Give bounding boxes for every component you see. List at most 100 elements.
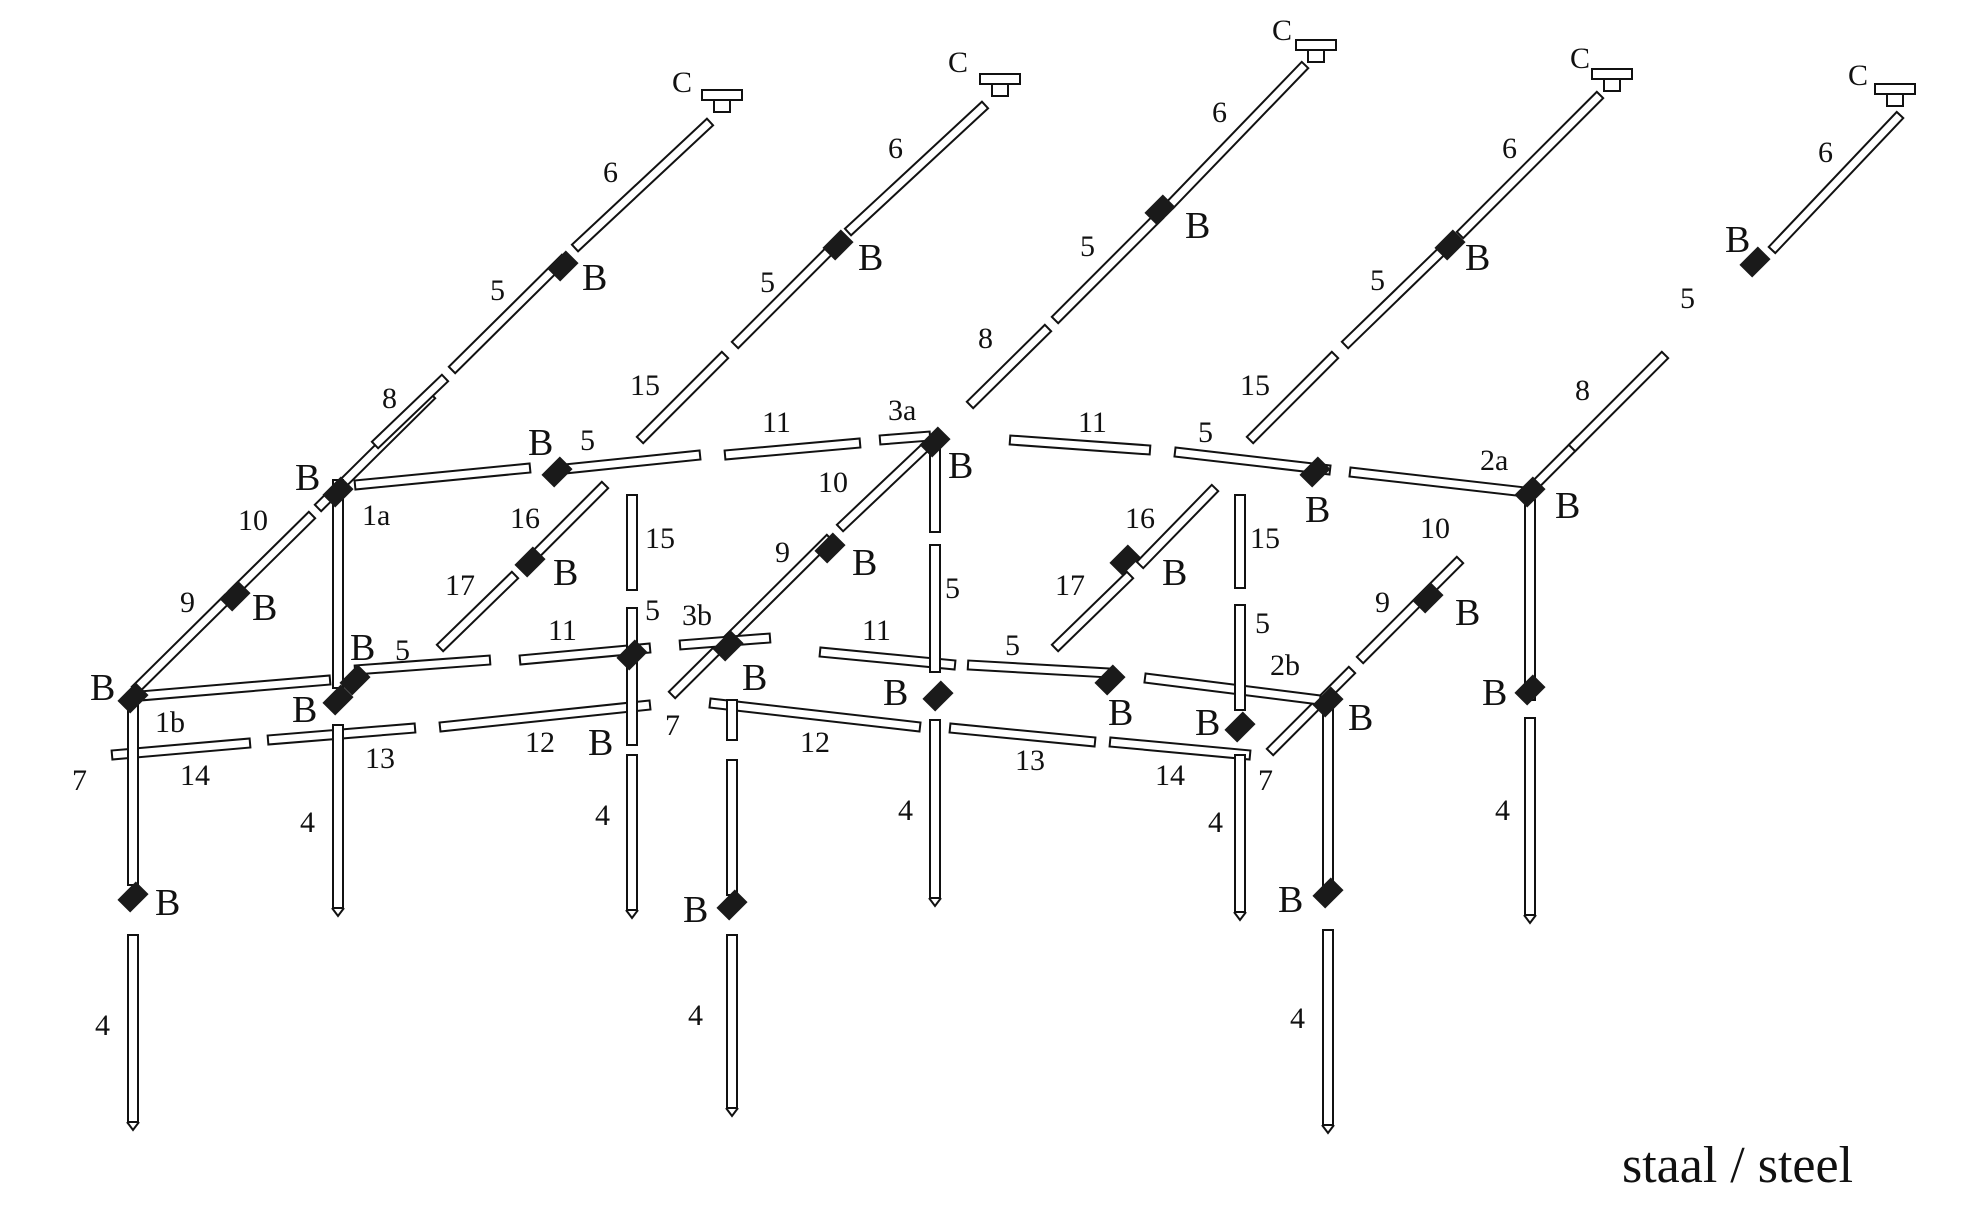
- label-p6: 6: [1502, 132, 1517, 165]
- label-p8: 8: [978, 322, 993, 355]
- label-b: B: [1108, 692, 1133, 734]
- label-p5: 5: [1680, 282, 1695, 315]
- label-p17: 17: [445, 569, 475, 602]
- pole-segment: [1767, 110, 1905, 255]
- label-b: B: [883, 672, 908, 714]
- b-connector: [1514, 674, 1546, 706]
- pole-segment: [723, 437, 862, 461]
- pole-segment: [570, 117, 715, 253]
- b-connector: [117, 682, 149, 714]
- pole-segment: [726, 759, 738, 896]
- label-p16: 16: [1125, 502, 1155, 535]
- pole-segment: [332, 479, 344, 689]
- label-p4: 4: [1290, 1002, 1305, 1035]
- pole-segment: [1234, 494, 1246, 589]
- label-p4: 4: [688, 999, 703, 1032]
- label-p13: 13: [1015, 744, 1045, 777]
- label-b: B: [1195, 702, 1220, 744]
- pole-foot: [928, 897, 942, 908]
- label-p3a: 3a: [888, 394, 916, 427]
- b-connector: [814, 532, 846, 564]
- label-c: C: [672, 66, 692, 99]
- pole-segment: [1340, 243, 1450, 350]
- pole-segment: [1108, 736, 1252, 761]
- label-p15: 15: [630, 369, 660, 402]
- pole-segment: [1322, 699, 1334, 891]
- material-caption: staal / steel: [1622, 1137, 1854, 1194]
- pole-segment: [1355, 555, 1465, 665]
- pole-segment: [518, 642, 652, 666]
- pole-segment: [127, 934, 139, 1123]
- label-p14: 14: [1155, 759, 1185, 792]
- label-p11: 11: [762, 406, 791, 439]
- c-ridge-bracket: [1295, 39, 1337, 63]
- label-p5: 5: [1005, 629, 1020, 662]
- label-p5: 5: [580, 424, 595, 457]
- b-connector: [716, 889, 748, 921]
- pole-segment: [1245, 350, 1340, 445]
- label-p6: 6: [1818, 136, 1833, 169]
- label-b: B: [1555, 485, 1580, 527]
- label-p14: 14: [180, 759, 210, 792]
- label-b: B: [588, 722, 613, 764]
- label-p3b: 3b: [682, 599, 712, 632]
- label-p4: 4: [595, 799, 610, 832]
- label-p12: 12: [800, 726, 830, 759]
- pole-segment: [726, 934, 738, 1109]
- pole-segment: [708, 697, 922, 733]
- label-p9: 9: [1375, 586, 1390, 619]
- pole-segment: [1050, 210, 1165, 325]
- label-p5: 5: [1255, 607, 1270, 640]
- pole-segment: [553, 449, 702, 476]
- pole-segment: [1008, 434, 1152, 456]
- label-p5: 5: [1198, 416, 1213, 449]
- b-connector: [922, 680, 954, 712]
- b-connector: [1312, 686, 1344, 718]
- label-b: B: [155, 882, 180, 924]
- pole-segment: [353, 462, 532, 491]
- label-p16: 16: [510, 502, 540, 535]
- frame-connectors: [117, 194, 1771, 921]
- b-connector: [1514, 476, 1546, 508]
- label-b: B: [1278, 879, 1303, 921]
- label-p15: 15: [1240, 369, 1270, 402]
- b-connector: [1299, 456, 1331, 488]
- label-b: B: [852, 542, 877, 584]
- pole-foot: [625, 909, 639, 920]
- b-connector: [322, 476, 354, 508]
- pole-segment: [438, 699, 652, 733]
- label-b: B: [295, 457, 320, 499]
- label-p5: 5: [760, 266, 775, 299]
- label-p10: 10: [818, 466, 848, 499]
- b-connector: [1144, 194, 1176, 226]
- pole-segment: [1135, 483, 1220, 570]
- b-connector: [1094, 664, 1126, 696]
- pole-segment: [965, 323, 1053, 410]
- frame-poles: [110, 60, 1905, 1126]
- b-connector: [339, 664, 371, 696]
- label-b: B: [1465, 237, 1490, 279]
- b-connector: [1739, 246, 1771, 278]
- pole-segment: [948, 722, 1097, 748]
- c-ridge-bracket: [701, 89, 743, 113]
- label-p10: 10: [1420, 512, 1450, 545]
- label-p15: 15: [645, 522, 675, 555]
- label-b: B: [1725, 219, 1750, 261]
- label-p4: 4: [898, 794, 913, 827]
- label-p6: 6: [888, 132, 903, 165]
- pole-segment: [635, 350, 730, 445]
- pole-foot: [1233, 911, 1247, 922]
- b-connector: [117, 881, 149, 913]
- label-p4: 4: [1208, 806, 1223, 839]
- label-p1b: 1b: [155, 706, 185, 739]
- pole-segment: [1165, 60, 1310, 210]
- b-connector: [822, 229, 854, 261]
- label-b: B: [1185, 205, 1210, 247]
- label-p11: 11: [1078, 406, 1107, 439]
- pole-segment: [966, 659, 1112, 679]
- label-b: B: [1305, 489, 1330, 531]
- label-b: B: [858, 237, 883, 279]
- label-p4: 4: [1495, 794, 1510, 827]
- pole-segment: [1567, 350, 1670, 453]
- b-connector: [1412, 582, 1444, 614]
